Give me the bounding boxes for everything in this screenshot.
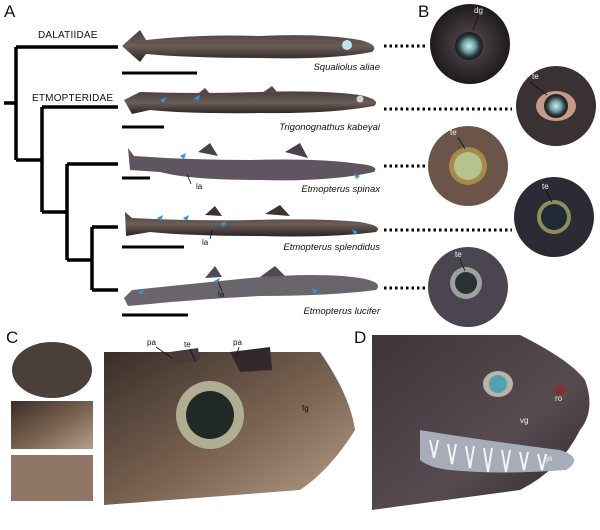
panel-d-photo [372,335,590,510]
species-label-etmopterus-spinax: Etmopterus spinax [301,184,380,195]
label-te-3: te [542,182,549,191]
panel-letter-d: D [354,328,367,347]
species-label-squaliolus-aliae: Squaliolus aliae [313,62,380,73]
label-vg: vg [520,416,529,425]
label-te-4: te [455,250,462,259]
panel-letter-b: B [418,2,430,21]
label-fg: fg [302,404,309,413]
label-la-1: la [196,182,203,191]
panel-c-photos [11,342,355,505]
species-label-trigonognathus-kabeyai: Trigonognathus kabeyai [279,122,380,133]
label-ja: ja [546,454,553,463]
shark-photo-etmopterus-spinax [122,143,376,181]
eye-closeup-4 [514,177,594,257]
label-la-2: la [202,238,209,247]
eye-closeup-5 [428,247,508,327]
label-la-3: la [218,290,225,299]
leader-lines [155,15,553,363]
label-pa-2: pa [233,338,242,347]
shark-photo-etmopterus-lucifer [122,266,378,317]
dotted-connectors [384,44,512,290]
label-te-2: te [450,128,457,137]
label-te-1: te [532,72,539,81]
eye-closeup-3 [428,126,508,206]
species-label-etmopterus-splendidus: Etmopterus splendidus [283,242,380,253]
shark-photo-squaliolus [122,30,375,75]
shark-photo-trigonognathus [122,86,377,129]
label-dg: dg [474,6,483,15]
family-label-dalatiidae: DALATIIDAE [38,30,98,41]
label-te-5: te [184,340,191,349]
eye-closeup-2 [516,66,596,146]
shark-photo-etmopterus-splendidus [122,205,378,249]
label-pa-1: pa [147,338,156,347]
phylogeny-tree [4,45,118,292]
eye-closeup-1 [430,4,510,84]
family-label-etmopteridae: ETMOPTERIDAE [32,93,114,104]
panel-letter-a: A [4,2,16,21]
label-ro: ro [555,394,563,403]
species-label-etmopterus-lucifer: Etmopterus lucifer [303,306,380,317]
panel-letter-c: C [6,328,19,347]
